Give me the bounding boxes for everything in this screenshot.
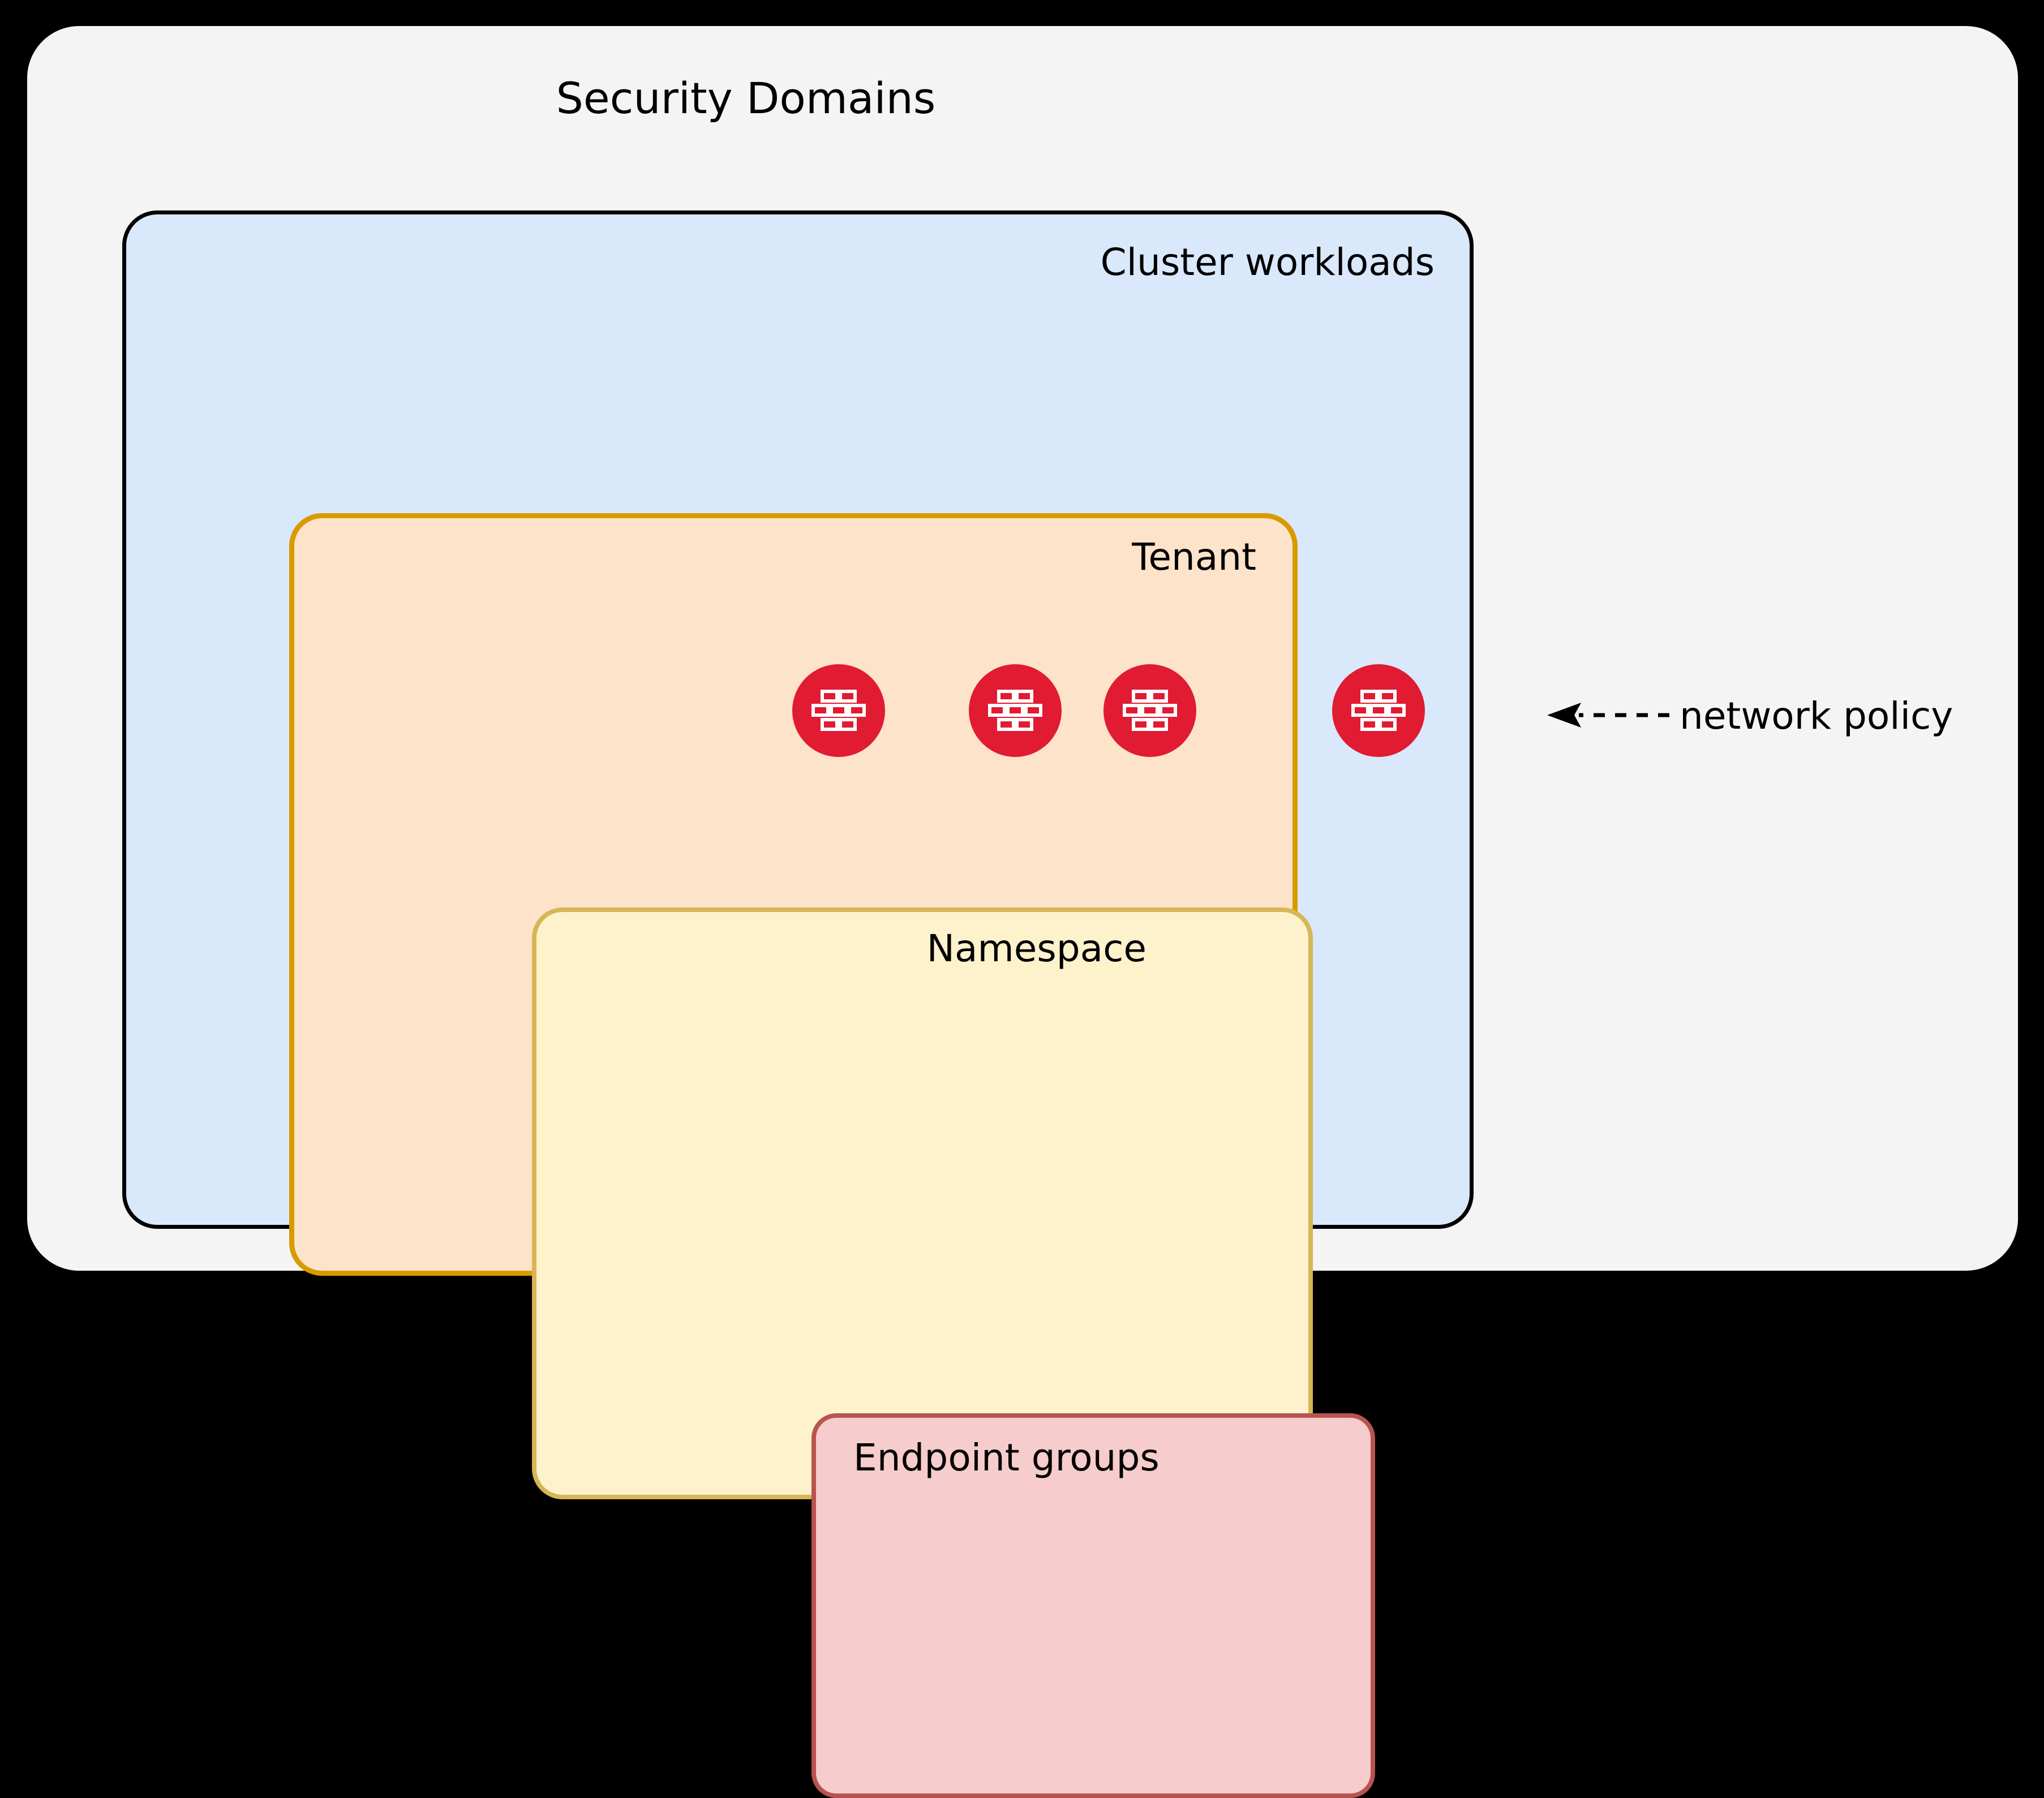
firewall-brick-icon bbox=[1123, 689, 1177, 732]
cluster-workloads-box: Cluster workloads kubernetes Tenant Name… bbox=[122, 210, 1474, 1798]
tenant-box: Tenant Namespace Endpoint groups bbox=[289, 513, 1375, 1798]
firewall-brick-icon bbox=[988, 689, 1042, 732]
firewall-node-namespace[interactable] bbox=[969, 664, 1062, 757]
endpoint-groups-label: Endpoint groups bbox=[853, 1436, 1160, 1479]
firewall-node-cluster-workloads[interactable] bbox=[1332, 664, 1425, 757]
firewall-brick-icon bbox=[811, 689, 866, 732]
diagram-canvas: Security Domains Cluster workloads kuber… bbox=[27, 26, 2018, 1798]
firewall-node-endpoint-groups[interactable] bbox=[792, 664, 885, 757]
namespace-box: Namespace Endpoint groups bbox=[532, 907, 1375, 1798]
network-policy-label: network policy bbox=[1680, 694, 1953, 738]
security-domains-title: Security Domains bbox=[556, 73, 936, 123]
endpoint-groups-box: Endpoint groups bbox=[811, 1413, 1375, 1798]
network-policy-arrow-icon bbox=[1544, 699, 1674, 731]
firewall-node-tenant[interactable] bbox=[1103, 664, 1196, 757]
firewall-brick-icon bbox=[1351, 689, 1406, 732]
security-domains-container: Security Domains Cluster workloads kuber… bbox=[27, 26, 2018, 1798]
namespace-label: Namespace bbox=[926, 927, 1146, 970]
tenant-label: Tenant bbox=[1132, 535, 1256, 579]
cluster-workloads-label: Cluster workloads bbox=[1100, 240, 1435, 284]
